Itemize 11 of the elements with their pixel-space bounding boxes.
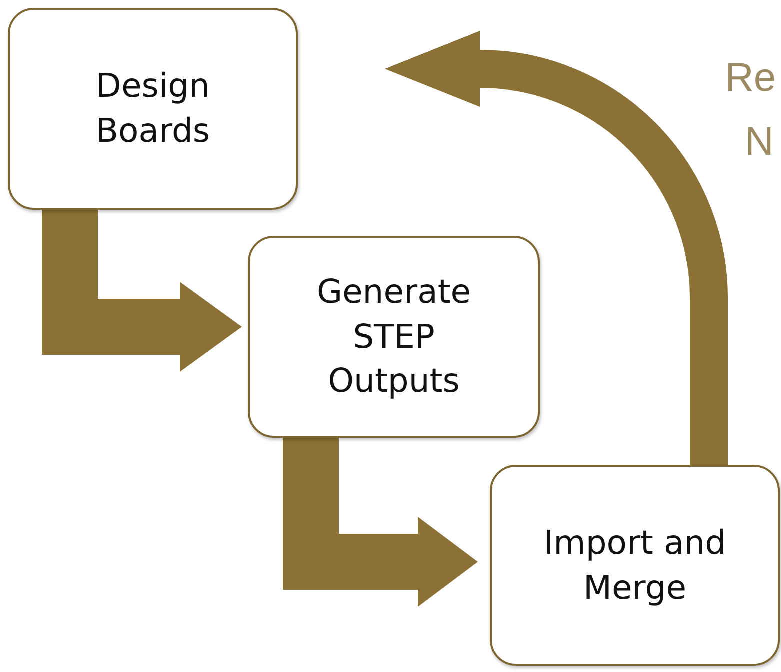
note-text: N <box>745 120 774 165</box>
process-box <box>248 236 540 438</box>
note-text: Re <box>725 56 776 101</box>
box-label: Design Boards <box>94 65 212 152</box>
block-arrow <box>42 210 242 372</box>
process-box <box>8 8 298 210</box>
box-label: Import and Merge <box>542 522 728 608</box>
process-box <box>490 465 780 666</box>
block-arrow <box>283 438 478 607</box>
block-arrow <box>385 31 728 465</box>
box-label: Generate STEP Outputs <box>316 271 472 402</box>
